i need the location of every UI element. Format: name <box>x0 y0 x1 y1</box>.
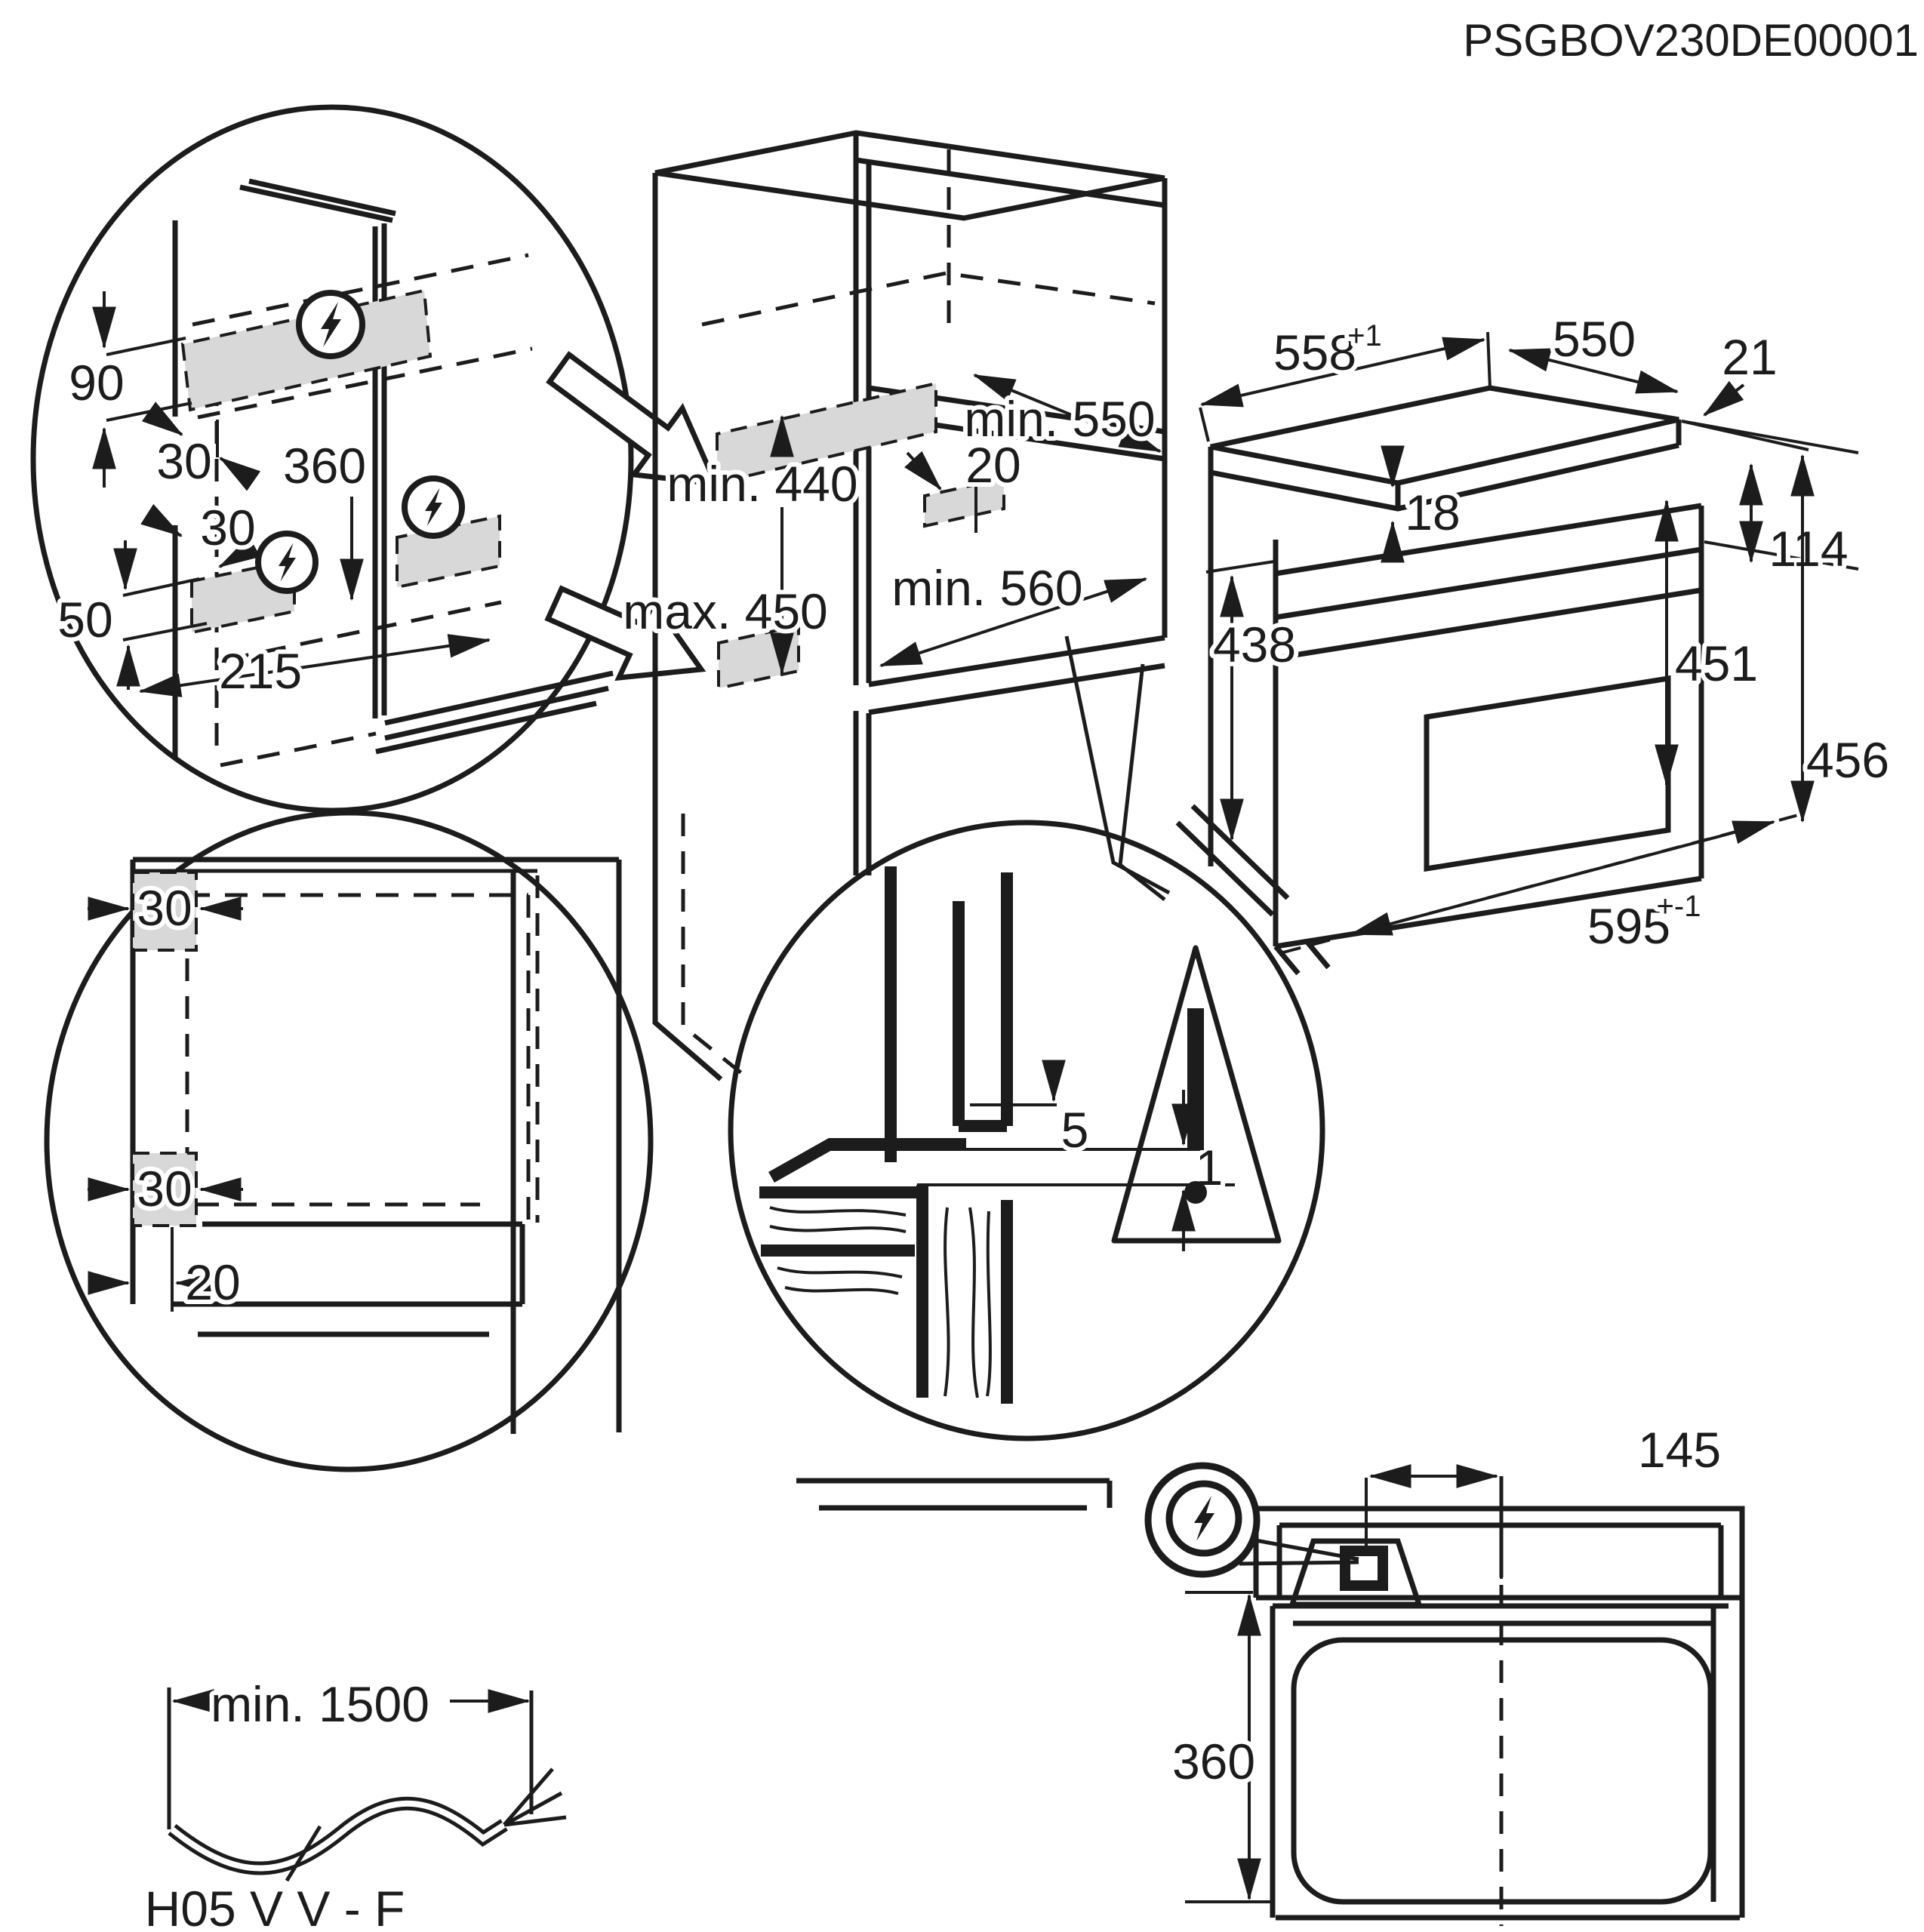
dim-451-label: 451 <box>1675 635 1758 691</box>
cable-zone-back <box>716 381 937 485</box>
cable-zone-niche <box>923 476 1005 528</box>
dim-456-label: 456 <box>1806 732 1889 788</box>
dim-30-mid-label: 30 <box>200 500 255 555</box>
dim-114-label: 114 <box>1769 521 1848 577</box>
dim-595-sup-label: +-1 <box>1657 890 1701 923</box>
lightning-bolt-icon <box>1144 1462 1359 1578</box>
dim-min560-label: min. 560 <box>891 560 1082 616</box>
cabinet-3d: min. 440 max. 450 min. 550 20 min. 560 <box>618 130 1171 1511</box>
dim-21-label: 21 <box>1722 329 1777 385</box>
dim-min1500-label: min. 1500 <box>211 1676 429 1732</box>
callout-arrow-top <box>546 351 720 488</box>
dim-20-label: 20 <box>965 437 1020 493</box>
cable-type-label: H05 V V - F <box>145 1881 405 1932</box>
junction-box <box>1340 1546 1388 1591</box>
dim-min440-label: min. 440 <box>666 456 857 512</box>
dim-20-front-label: 20 <box>185 1254 240 1310</box>
detail-gap-circle: 5 1 <box>728 820 1325 1441</box>
dim-90-label: 90 <box>69 355 124 411</box>
dim-5-label: 5 <box>1061 1102 1089 1158</box>
dim-30-front-top-label: 30 <box>137 880 192 936</box>
lightning-bolt-icon <box>255 531 319 594</box>
cable-diagram: min. 1500 H05 V V - F <box>140 1672 567 1932</box>
connection-zone-top <box>180 288 433 412</box>
lightning-bolt-icon <box>402 475 465 539</box>
dim-145-label: 145 <box>1638 1422 1721 1478</box>
dim-360-label: 360 <box>283 438 366 494</box>
dim-558-label: 558 <box>1273 325 1356 380</box>
dim-558-sup-label: +1 <box>1347 319 1382 352</box>
side-zone-bottom <box>131 1152 198 1227</box>
detail-corner-circle: 90 30 360 30 50 215 <box>30 104 634 814</box>
side-zone-top <box>131 871 198 952</box>
dim-50-label: 50 <box>57 592 112 648</box>
callout-arrows <box>544 351 720 681</box>
dim-30-front-bottom-label: 30 <box>137 1161 192 1217</box>
drawing-code-label: PSGBOV230DE00001 <box>1463 15 1919 66</box>
dim-215-label: 215 <box>219 643 302 699</box>
exclamation-triangle-icon <box>1111 945 1282 1244</box>
top-view: 145 360 <box>1144 1417 1745 1926</box>
dim-550-label: 550 <box>1553 311 1636 367</box>
detail-front-circle: 30 30 20 <box>44 810 654 1472</box>
dim-max450-label: max. 450 <box>623 583 827 639</box>
dim-360-topview-label: 360 <box>1172 1734 1255 1789</box>
lightning-bolt-icon <box>296 290 365 359</box>
dim-595-label: 595 <box>1587 898 1670 954</box>
dim-18-label: 18 <box>1405 485 1460 540</box>
callout-arrow-bottom <box>544 585 706 681</box>
dim-min550-label: min. 550 <box>964 391 1155 447</box>
oven-3d: 558 +1 550 21 18 114 438 451 456 595 +-1 <box>1175 306 1894 976</box>
dim-30-top-label: 30 <box>156 433 211 489</box>
dim-438-label: 438 <box>1213 617 1296 672</box>
